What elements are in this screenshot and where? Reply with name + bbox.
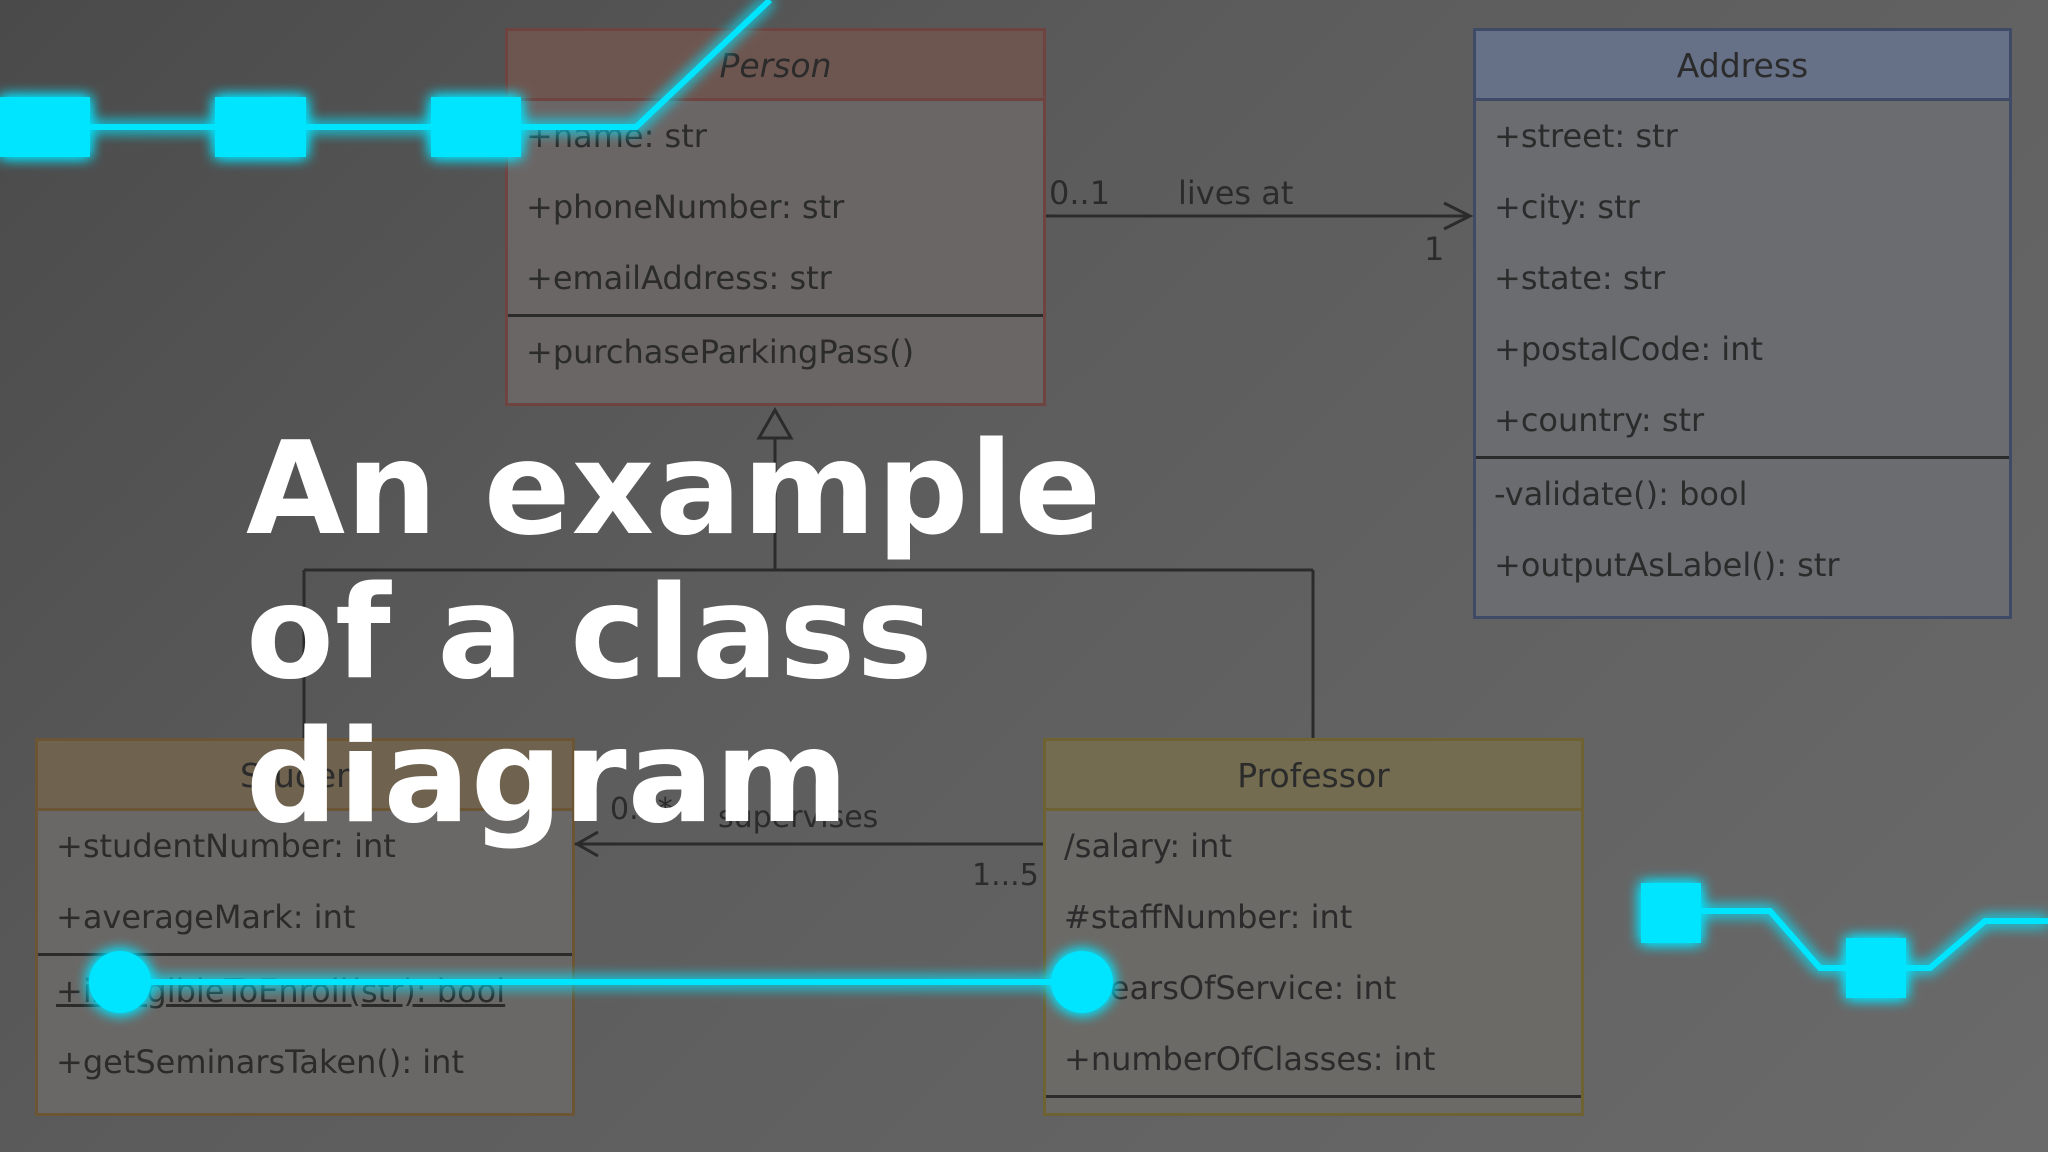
neon-node-icon (431, 97, 521, 157)
neon-node-icon (1641, 883, 1701, 943)
neon-node-icon (89, 951, 151, 1013)
neon-node-icon (0, 97, 90, 157)
neon-node-icon (215, 97, 306, 157)
headline-line: of a class (246, 562, 1102, 706)
neon-trace-line (0, 0, 770, 127)
headline-line: An example (246, 418, 1102, 562)
neon-node-icon (1051, 951, 1113, 1013)
headline-line: diagram (246, 706, 1102, 850)
neon-node-icon (1846, 938, 1906, 998)
headline: An example of a class diagram (246, 418, 1102, 850)
